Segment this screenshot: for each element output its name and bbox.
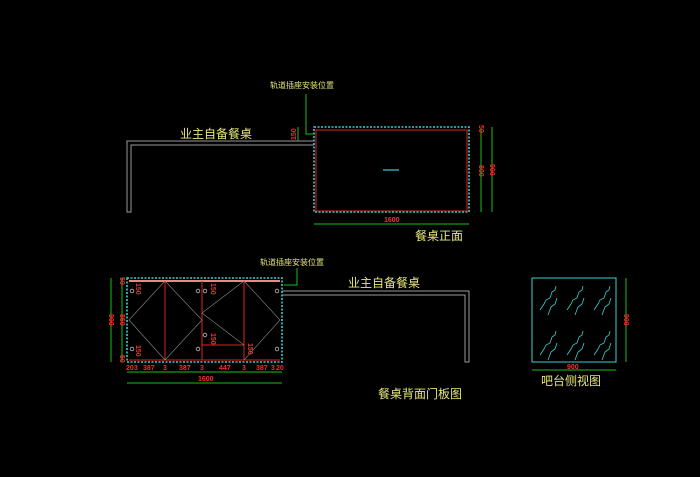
back-cabinet-outline bbox=[126, 277, 283, 363]
front-view-title: 餐桌正面 bbox=[415, 228, 463, 243]
bottom-dim: 3 bbox=[242, 365, 246, 372]
dim-height-total: 900 bbox=[488, 164, 495, 176]
back-dim-left-bottom: 50 bbox=[118, 355, 125, 363]
door-label-1: 150 bbox=[134, 283, 141, 295]
bottom-dim: 3 bbox=[200, 365, 204, 372]
door-swing-line bbox=[243, 280, 281, 361]
bottom-dim: 20 bbox=[126, 365, 134, 372]
door-label-4: 150 bbox=[209, 333, 216, 345]
bottom-dim: 387 bbox=[179, 365, 191, 372]
bottom-dim: 3 bbox=[271, 365, 275, 372]
dim-left-offset: 150 bbox=[291, 128, 298, 140]
front-cabinet-inner bbox=[315, 129, 468, 212]
back-callout-leader bbox=[284, 268, 298, 286]
door-swing-line bbox=[128, 319, 166, 361]
front-cabinet-outline bbox=[313, 126, 470, 213]
door-label-2: 150 bbox=[209, 283, 216, 295]
dim-middle: 800 bbox=[477, 165, 484, 177]
back-view-title: 餐桌背面门板图 bbox=[378, 386, 462, 401]
back-owner-table-outline bbox=[282, 290, 470, 363]
side-view-title: 吧台侧视图 bbox=[541, 373, 601, 388]
bottom-dim: 387 bbox=[143, 365, 155, 372]
front-owner-table-label: 业主自备餐桌 bbox=[180, 126, 252, 141]
back-bottom-dims: 20 3 387 3 387 3 447 3 387 3 20 bbox=[126, 365, 284, 372]
bottom-dim: 3 bbox=[163, 365, 167, 372]
front-callout-leader bbox=[305, 94, 314, 135]
side-panel-outline bbox=[531, 277, 617, 363]
back-dim-left-middle: 850 bbox=[118, 314, 125, 326]
front-callout-label: 轨道插座安装位置 bbox=[270, 80, 334, 90]
door-swing-line bbox=[128, 280, 166, 321]
side-dim-height: 900 bbox=[622, 314, 629, 326]
back-dim-left-top: 50 bbox=[118, 277, 125, 285]
hinge-icons bbox=[129, 288, 280, 352]
bottom-dim: 447 bbox=[219, 365, 231, 372]
side-view: 900 900 吧台侧视图 bbox=[531, 277, 629, 388]
back-view: 轨道插座安装位置 业主自备餐桌 150 150 150 150 150 bbox=[107, 257, 470, 401]
owner-table-outline bbox=[126, 140, 314, 213]
back-callout-label: 轨道插座安装位置 bbox=[260, 257, 324, 267]
bottom-dim: 3 bbox=[134, 365, 138, 372]
dim-top: 50 bbox=[477, 125, 484, 133]
back-owner-table-label: 业主自备餐桌 bbox=[348, 275, 420, 290]
door-label-3: 150 bbox=[134, 345, 141, 357]
dim-width: 1600 bbox=[384, 217, 400, 224]
door-panels bbox=[128, 280, 281, 361]
front-view: 轨道插座安装位置 业主自备餐桌 150 1600 50 800 900 餐桌正面 bbox=[126, 80, 495, 243]
back-dim-width: 1600 bbox=[198, 376, 214, 383]
door-swing-line bbox=[201, 280, 245, 346]
bottom-dim: 20 bbox=[276, 365, 284, 372]
side-dim-width: 900 bbox=[567, 364, 579, 371]
door-label-5: 150 bbox=[246, 343, 253, 355]
door-swing-line bbox=[164, 280, 203, 361]
stone-texture-pattern bbox=[539, 285, 612, 361]
back-dim-height-total: 900 bbox=[107, 314, 114, 326]
bottom-dim: 387 bbox=[256, 365, 268, 372]
